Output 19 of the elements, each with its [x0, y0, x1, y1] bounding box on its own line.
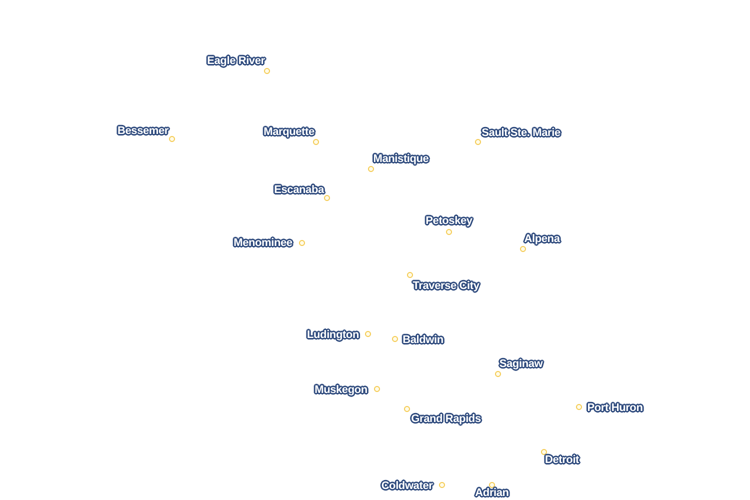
city-label: Adrian	[473, 486, 511, 500]
city-label: Bessemer	[116, 124, 170, 138]
city-label: Menominee	[232, 236, 294, 250]
city-label: Port Huron	[586, 401, 645, 415]
city-label: Traverse City	[410, 279, 482, 293]
city-label: Manistique	[372, 152, 431, 166]
city-label: Alpena	[522, 232, 562, 246]
city-label: Escanaba	[272, 183, 326, 197]
city-label: Petoskey	[424, 214, 474, 228]
city-label: Eagle River	[205, 54, 267, 68]
city-label: Baldwin	[400, 333, 446, 347]
city-label: Ludington	[305, 328, 361, 342]
city-label: Marquette	[262, 125, 316, 139]
city-label: Sault Ste. Marie	[480, 126, 562, 140]
city-label: Grand Rapids	[409, 412, 483, 426]
city-label: Detroit	[543, 453, 582, 467]
city-label: Coldwater	[379, 479, 435, 493]
city-label: Saginaw	[497, 357, 545, 371]
city-label: Muskegon	[312, 383, 370, 397]
